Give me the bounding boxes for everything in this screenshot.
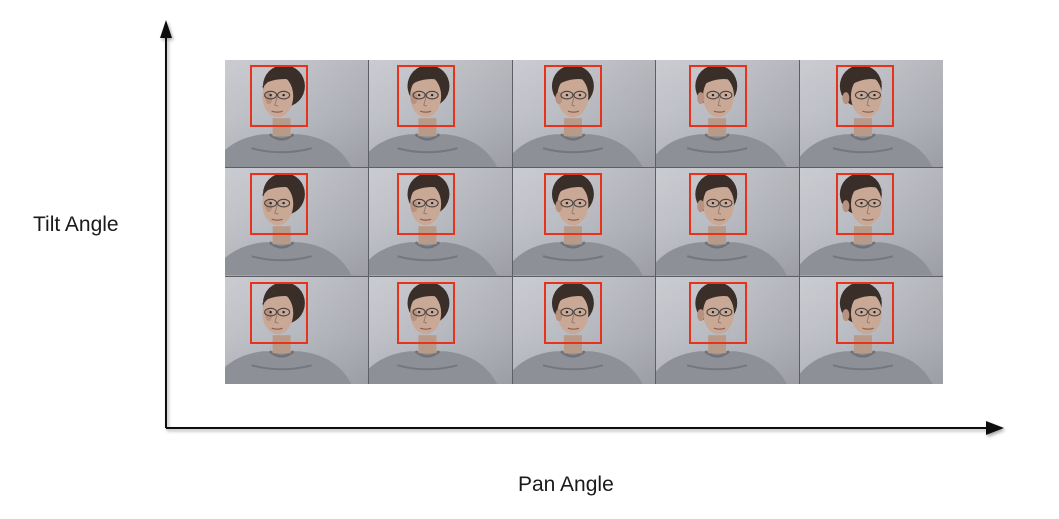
- face-detection-box: [543, 173, 602, 236]
- head-pose-photo: [656, 168, 800, 276]
- face-detection-box: [397, 281, 456, 344]
- x-axis-label: Pan Angle: [518, 473, 614, 496]
- head-pose-photo: [225, 60, 368, 168]
- person-photo: [512, 281, 643, 384]
- person-photo: [368, 281, 498, 384]
- face-detection-box: [397, 173, 456, 236]
- face-detection-box: [543, 281, 602, 344]
- person-photo: [368, 173, 498, 276]
- face-detection-box: [689, 65, 748, 127]
- person-photo: [512, 173, 643, 276]
- head-pose-photo-grid: [225, 60, 943, 384]
- face-detection-box: [397, 65, 456, 127]
- head-pose-photo: [800, 168, 943, 276]
- person-photo: [512, 65, 643, 168]
- face-detection-box: [250, 281, 309, 344]
- y-axis-label: Tilt Angle: [33, 213, 119, 236]
- person-photo: [656, 281, 788, 384]
- person-photo: [800, 173, 934, 276]
- face-detection-box: [543, 65, 602, 127]
- face-detection-box: [836, 65, 895, 127]
- head-pose-photo: [368, 276, 512, 384]
- face-detection-box: [250, 65, 309, 127]
- person-photo: [225, 65, 352, 168]
- person-photo: [225, 173, 352, 276]
- person-photo: [800, 65, 934, 168]
- head-pose-photo: [512, 168, 656, 276]
- head-pose-photo: [368, 60, 512, 168]
- head-pose-photo: [368, 168, 512, 276]
- person-photo: [656, 173, 788, 276]
- head-pose-photo: [225, 276, 368, 384]
- head-pose-photo: [512, 60, 656, 168]
- head-pose-photo: [800, 276, 943, 384]
- y-axis-arrow: [160, 20, 172, 38]
- face-detection-box: [689, 281, 748, 344]
- head-pose-photo: [656, 276, 800, 384]
- person-photo: [368, 65, 498, 168]
- face-detection-box: [836, 173, 895, 236]
- x-axis-arrow: [986, 421, 1004, 435]
- head-pose-photo: [225, 168, 368, 276]
- head-pose-photo: [656, 60, 800, 168]
- person-photo: [225, 281, 352, 384]
- face-detection-box: [250, 173, 309, 236]
- head-pose-photo: [512, 276, 656, 384]
- face-detection-box: [836, 281, 895, 344]
- face-detection-box: [689, 173, 748, 236]
- head-pose-photo: [800, 60, 943, 168]
- person-photo: [656, 65, 788, 168]
- person-photo: [800, 281, 934, 384]
